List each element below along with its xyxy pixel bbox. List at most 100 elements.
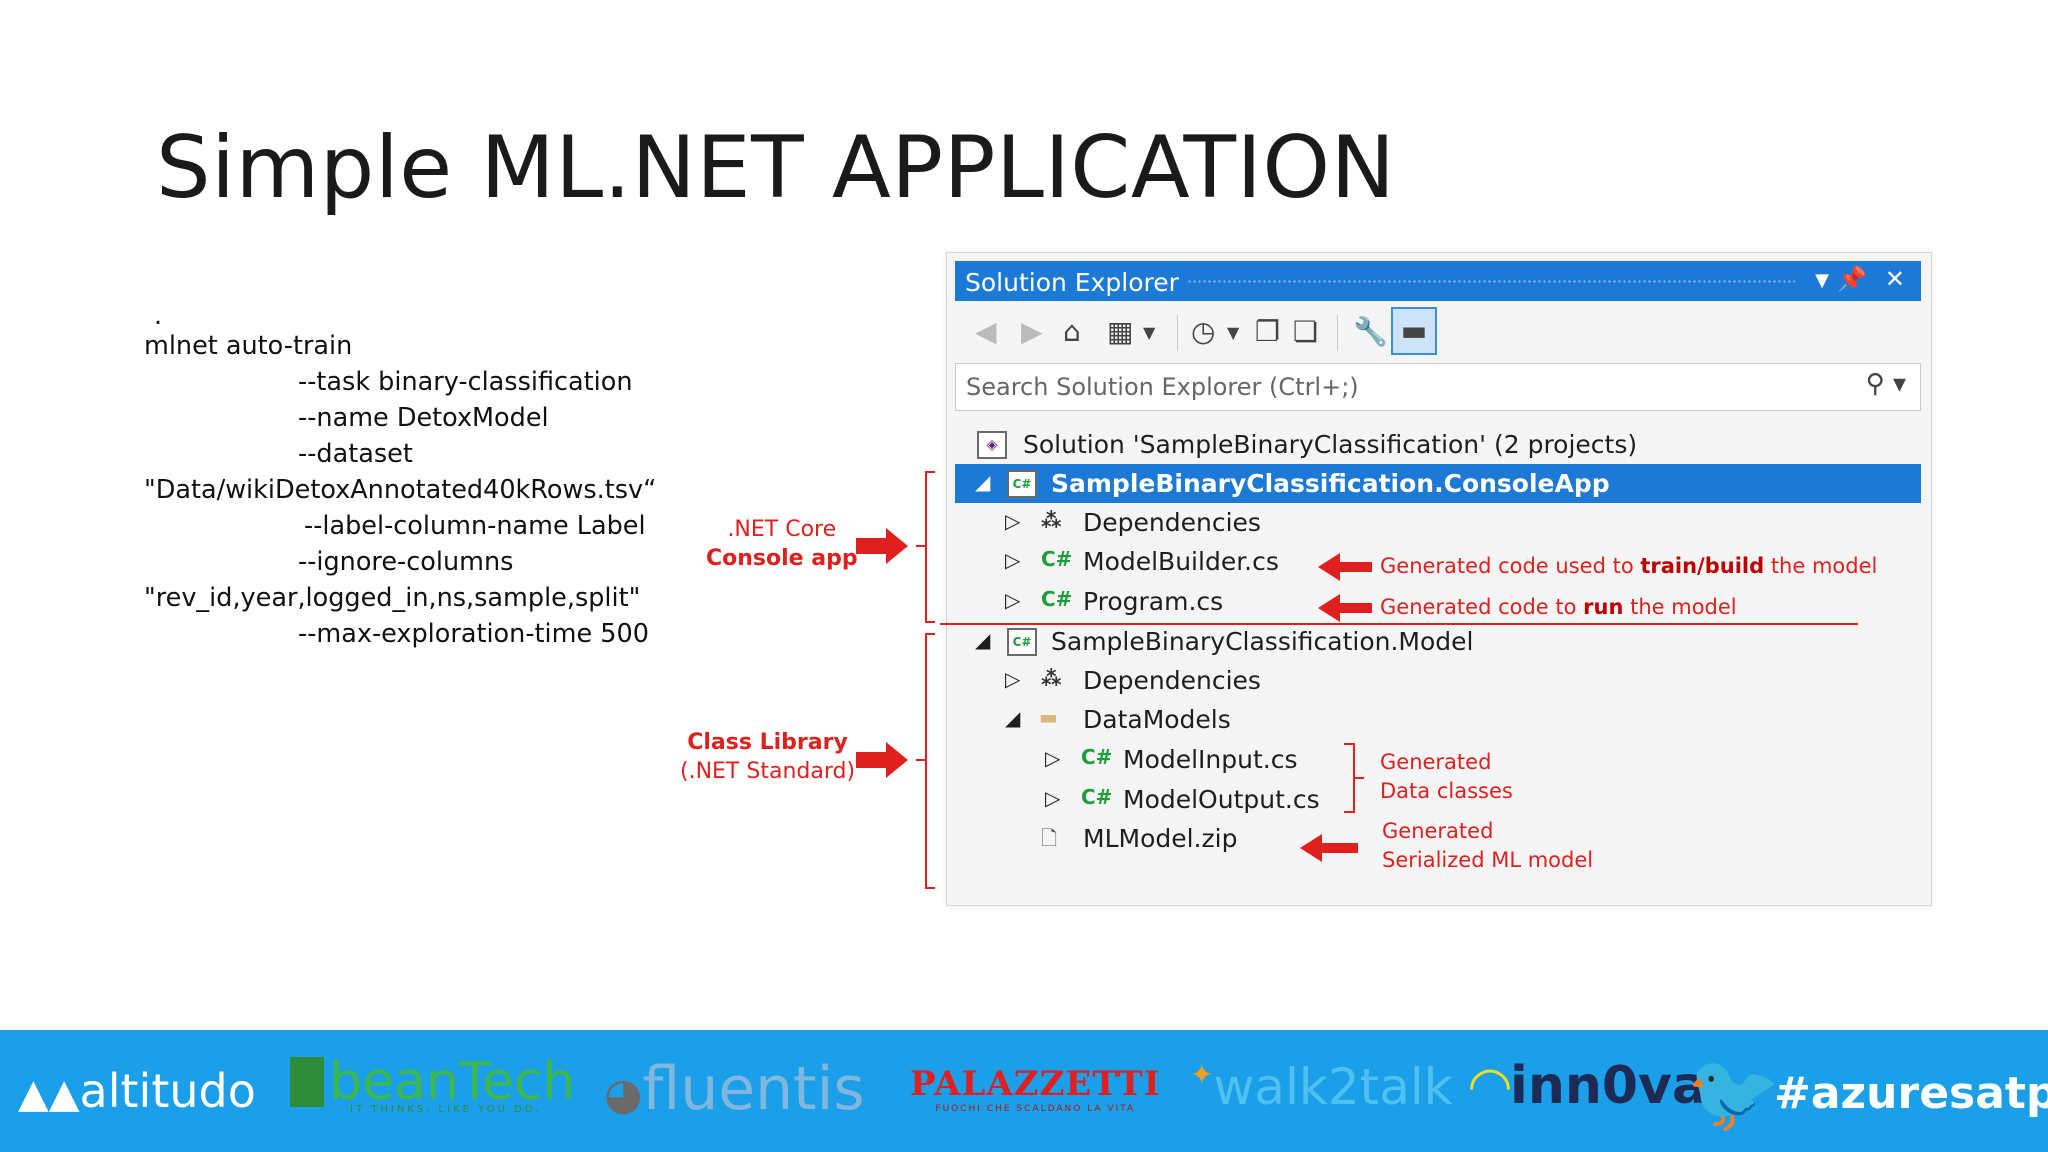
classlib-bracket [925, 633, 935, 889]
csharp-file-icon: C# [1041, 587, 1073, 611]
walk2talk-mark-icon: ✦ [1190, 1058, 1214, 1091]
bullet-dot: . [154, 301, 163, 331]
properties-icon[interactable]: 🔧 [1353, 315, 1388, 348]
walk2talk-logo: ✦walk2talk [1190, 1058, 1453, 1116]
palazzetti-logo: PALAZZETTI FUOCHI CHE SCALDANO LA VITA [910, 1064, 1161, 1114]
tree-item-modelinput[interactable]: ▷ C# ModelInput.cs [955, 740, 1921, 779]
innova-logo: ◠inn0va [1470, 1056, 1708, 1116]
expand-arrow-icon[interactable]: ◢ [975, 628, 991, 652]
cmd-line: --task binary-classification [298, 367, 633, 397]
cli-command: . mlnet auto-train --task binary-classif… [144, 298, 656, 652]
hashtag: #azuresatpn [1774, 1068, 2048, 1119]
expand-arrow-icon[interactable]: ◢ [975, 470, 991, 494]
tree-item-label: SampleBinaryClassification.ConsoleApp [1051, 469, 1610, 498]
toolbar-separator [1337, 315, 1338, 351]
mlmodel-arrow-icon [1300, 834, 1358, 862]
solution-explorer-toolbar: ◀ ▶ ⌂ ▦ ▼ ◷ ▼ ❐ ❏ 🔧 ▬ [955, 303, 1921, 361]
search-input[interactable]: Search Solution Explorer (Ctrl+;) ⚲ ▾ [955, 363, 1921, 411]
console-arrow-icon [856, 528, 908, 564]
cmd-line: "Data/wikiDetoxAnnotated40kRows.tsv“ [144, 475, 657, 505]
fluentis-logo: ◕fluentis [604, 1054, 865, 1124]
tree-item-solution[interactable]: ◈ Solution 'SampleBinaryClassification' … [955, 425, 1921, 464]
tree-item-mlmodel[interactable]: 🗋 MLModel.zip [955, 819, 1921, 858]
dropdown-icon[interactable]: ▼ [1815, 270, 1829, 291]
sponsor-footer: ▲▲altitudo beanTech IT THINKS. LIKE YOU … [0, 1030, 2048, 1152]
expand-arrow-icon[interactable]: ◢ [1005, 706, 1021, 730]
tree-item-label: Solution 'SampleBinaryClassification' (2… [1023, 430, 1638, 459]
collapse-arrow-icon[interactable]: ▷ [1005, 509, 1021, 533]
csharp-project-icon: C# [1007, 628, 1037, 656]
modelbuilder-annotation: Generated code used to train/build the m… [1380, 554, 1878, 578]
tree-item-label: Dependencies [1083, 508, 1261, 537]
pending-changes-icon[interactable]: ◷ [1191, 315, 1216, 348]
solution-icon: ◈ [977, 431, 1007, 459]
twitter-icon: 🐦 [1686, 1048, 1781, 1137]
fluentis-mark-icon: ◕ [604, 1069, 643, 1120]
tree-item-model-project[interactable]: ◢ C# SampleBinaryClassification.Model [955, 622, 1921, 661]
mountain-icon: ▲▲ [18, 1071, 80, 1117]
dependencies-icon: ⁂ [1041, 666, 1062, 690]
collapse-all-icon[interactable]: ❐ [1255, 315, 1281, 348]
tree-item-modelbuilder[interactable]: ▷ C# ModelBuilder.cs [955, 542, 1921, 581]
collapse-arrow-icon[interactable]: ▷ [1005, 548, 1021, 572]
program-annotation: Generated code to run the model [1380, 595, 1737, 619]
solution-explorer-titlebar: Solution Explorer ▼ 📌 ✕ [955, 261, 1921, 301]
cmd-line: --name DetoxModel [298, 403, 549, 433]
tree-item-label: Dependencies [1083, 666, 1261, 695]
csharp-project-icon: C# [1007, 470, 1037, 498]
folder-icon: ▬ [1039, 705, 1058, 729]
search-placeholder: Search Solution Explorer (Ctrl+;) [966, 373, 1359, 401]
cmd-line: --dataset [298, 439, 413, 469]
beantech-logo: beanTech IT THINKS. LIKE YOU DO. [290, 1052, 575, 1115]
chevron-down-icon[interactable]: ▼ [1227, 323, 1240, 342]
collapse-arrow-icon[interactable]: ▷ [1045, 746, 1061, 770]
preview-icon[interactable]: ▬ [1391, 307, 1437, 355]
collapse-arrow-icon[interactable]: ▷ [1005, 667, 1021, 691]
modelbuilder-arrow-icon [1318, 553, 1372, 581]
search-icon[interactable]: ⚲ ▾ [1865, 369, 1906, 399]
csharp-file-icon: C# [1041, 547, 1073, 571]
tree-item-program[interactable]: ▷ C# Program.cs [955, 582, 1921, 621]
toolbar-separator [1177, 315, 1178, 351]
beantech-mark-icon [290, 1057, 324, 1107]
tree-item-dependencies[interactable]: ▷ ⁂ Dependencies [955, 503, 1921, 542]
cmd-line: mlnet auto-train [144, 331, 353, 361]
titlebar-grip [1187, 279, 1795, 285]
altitudo-logo: ▲▲altitudo [18, 1064, 256, 1118]
program-arrow-icon [1318, 594, 1372, 622]
console-bracket [925, 471, 935, 623]
tree-item-consoleapp[interactable]: ◢ C# SampleBinaryClassification.ConsoleA… [955, 464, 1921, 503]
switch-views-icon[interactable]: ▦ [1107, 315, 1134, 348]
tree-item-dependencies[interactable]: ▷ ⁂ Dependencies [955, 661, 1921, 700]
close-icon[interactable]: ✕ [1884, 265, 1905, 293]
tree-item-label: MLModel.zip [1083, 824, 1238, 853]
csharp-file-icon: C# [1081, 785, 1113, 809]
tree-item-datamodels[interactable]: ◢ ▬ DataModels [955, 700, 1921, 739]
solution-explorer-panel: Solution Explorer ▼ 📌 ✕ ◀ ▶ ⌂ ▦ ▼ ◷ ▼ ❐ … [946, 252, 1932, 906]
dependencies-icon: ⁂ [1041, 508, 1062, 532]
collapse-arrow-icon[interactable]: ▷ [1005, 588, 1021, 612]
cmd-line: --ignore-columns [298, 547, 514, 577]
tree-item-label: ModelBuilder.cs [1083, 547, 1279, 576]
cmd-line: "rev_id,year,logged_in,ns,sample,split" [144, 583, 641, 613]
csharp-file-icon: C# [1081, 745, 1113, 769]
tree-item-label: ModelOutput.cs [1123, 785, 1320, 814]
tree-item-modeloutput[interactable]: ▷ C# ModelOutput.cs [955, 780, 1921, 819]
show-all-files-icon[interactable]: ❏ [1293, 315, 1319, 348]
home-icon[interactable]: ⌂ [1063, 315, 1081, 348]
tree-item-label: SampleBinaryClassification.Model [1051, 627, 1474, 656]
chevron-down-icon[interactable]: ▼ [1143, 323, 1156, 342]
pin-icon[interactable]: 📌 [1837, 265, 1867, 293]
solution-explorer-title: Solution Explorer [965, 268, 1179, 297]
classlib-arrow-icon [856, 742, 908, 778]
cmd-line: --label-column-name Label [304, 511, 646, 541]
dataclasses-bracket [1344, 743, 1355, 813]
back-icon[interactable]: ◀ [975, 315, 997, 348]
forward-icon[interactable]: ▶ [1021, 315, 1043, 348]
tree-item-label: Program.cs [1083, 587, 1224, 616]
collapse-arrow-icon[interactable]: ▷ [1045, 786, 1061, 810]
